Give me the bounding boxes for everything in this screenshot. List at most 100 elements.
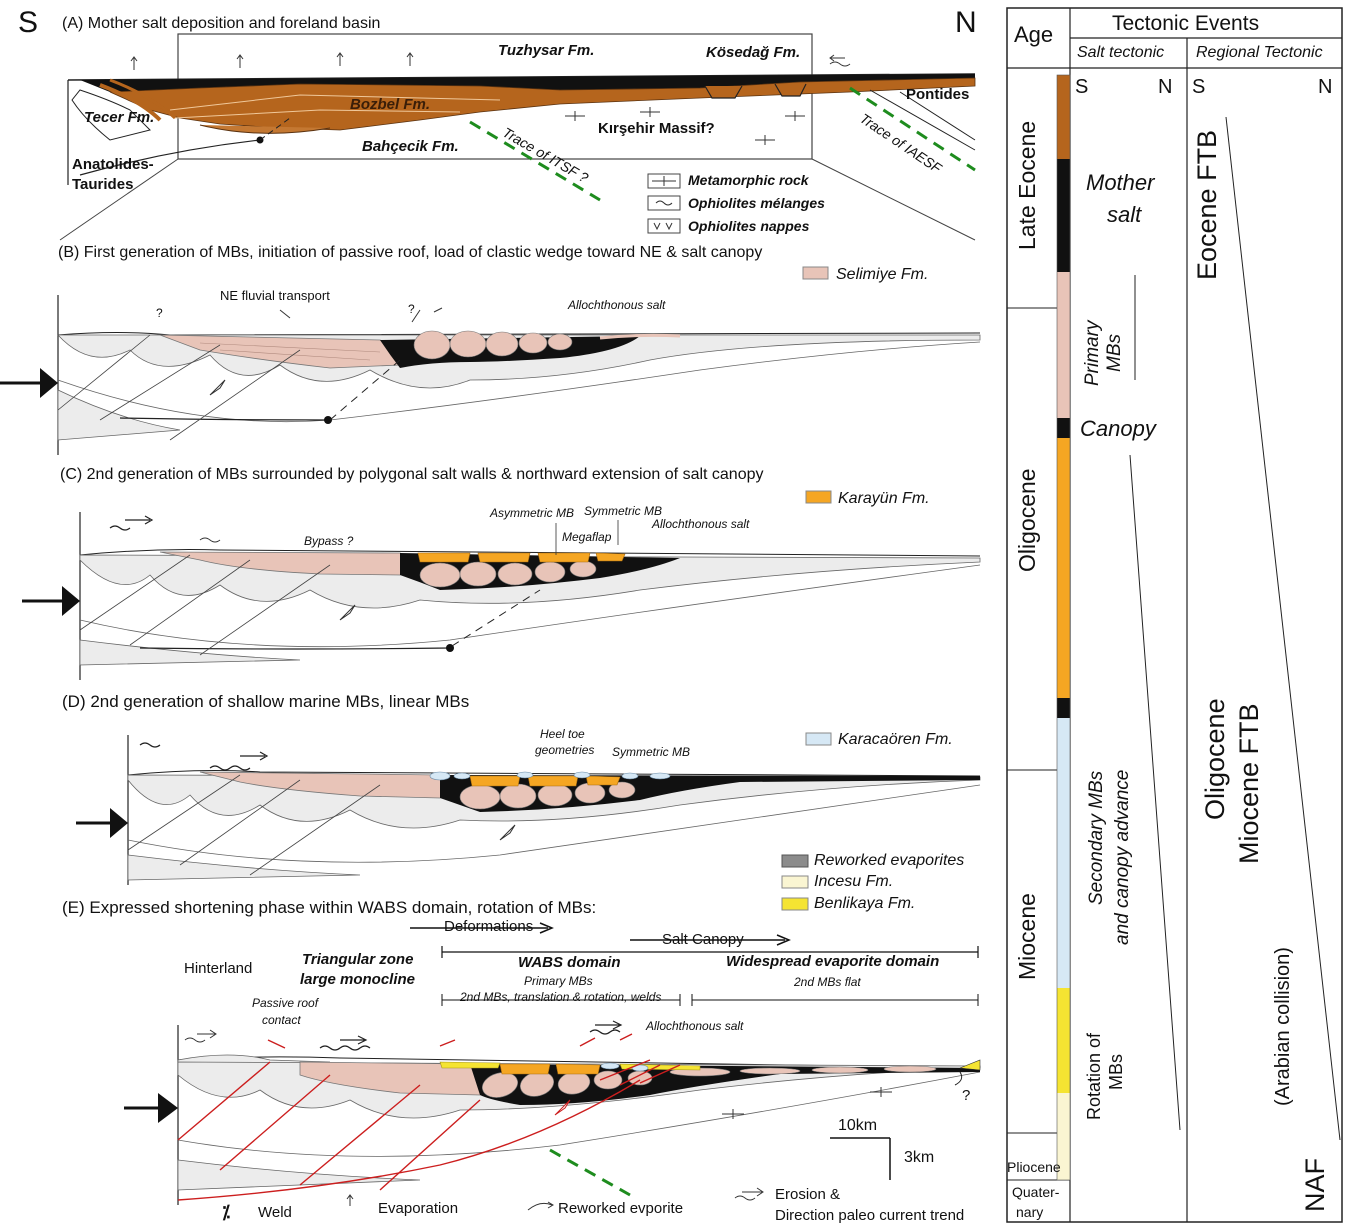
label-deformations: Deformations xyxy=(444,918,533,935)
event-eocene-ftb: Eocene FTB xyxy=(1192,130,1223,280)
legend-weld: Weld xyxy=(258,1204,292,1221)
label-asymmetric-mb: Asymmetric MB xyxy=(490,506,574,520)
label-pontides: Pontides xyxy=(906,86,969,103)
weld-symbol: ⁒ xyxy=(222,1202,230,1223)
label-passive-roof-2: contact xyxy=(262,1013,301,1027)
age-oligocene: Oligocene xyxy=(1014,468,1041,572)
event-salt: salt xyxy=(1107,202,1141,228)
col-salt-s: S xyxy=(1075,76,1088,99)
col-regional-s: S xyxy=(1192,76,1205,99)
legend-karacaoren-swatch xyxy=(806,733,831,745)
label-heel-toe-1: Heel toe xyxy=(540,727,585,741)
event-primary: Primary xyxy=(1082,321,1104,386)
panel-c-title: (C) 2nd generation of MBs surrounded by … xyxy=(60,466,764,484)
legend-evaporation: Evaporation xyxy=(378,1200,458,1217)
panel-a-title: (A) Mother salt deposition and foreland … xyxy=(62,15,380,33)
regional-tectonic-header: Regional Tectonic xyxy=(1196,44,1323,62)
event-miocene-ftb: Miocene FTB xyxy=(1234,703,1265,864)
col-regional-n: N xyxy=(1318,76,1332,99)
label-kirsehir: Kırşehir Massif? xyxy=(598,120,715,137)
label-fluvial: NE fluvial transport xyxy=(220,288,330,303)
legend-melanges: Ophiolites mélanges xyxy=(688,195,825,211)
label-question-b1: ? xyxy=(156,306,163,320)
compression-arrow-b xyxy=(40,368,58,398)
evaporation-symbols-a xyxy=(131,53,413,70)
legend-benlikaya-swatch xyxy=(782,898,808,910)
age-quaternary-1: Quater- xyxy=(1012,1184,1059,1200)
scale-10km: 10km xyxy=(838,1117,877,1135)
legend-selimiye-swatch xyxy=(803,267,828,279)
legend-karayun: Karayün Fm. xyxy=(838,490,930,508)
label-symmetric-mb-c: Symmetric MB xyxy=(584,504,662,518)
age-miocene: Miocene xyxy=(1014,893,1041,980)
label-triangular-2: large monocline xyxy=(300,971,415,988)
legend-erosion-2: Direction paleo current trend xyxy=(775,1207,964,1224)
legend-erosion-1: Erosion & xyxy=(775,1186,840,1203)
label-allochthonous-c: Allochthonous salt xyxy=(652,517,749,531)
event-mbs: MBs xyxy=(1104,334,1126,372)
age-late-eocene: Late Eocene xyxy=(1014,121,1041,250)
event-arabian-collision: (Arabian collision) xyxy=(1272,947,1295,1106)
label-bypass: Bypass ? xyxy=(304,534,353,548)
label-anatolides-1: Anatolides- xyxy=(72,156,154,173)
label-bozbel: Bozbel Fm. xyxy=(350,96,430,113)
legend-incesu-swatch xyxy=(782,876,808,888)
scale-bar-e xyxy=(830,1138,890,1180)
panel-e-title: (E) Expressed shortening phase within WA… xyxy=(62,898,596,918)
label-symmetric-mb-d: Symmetric MB xyxy=(612,745,690,759)
label-2nd-mbs-flat: 2nd MBs flat xyxy=(794,975,861,989)
age-bar-late-eocene xyxy=(1057,75,1070,159)
legend-selimiye: Selimiye Fm. xyxy=(836,266,928,284)
label-allochthonous-b: Allochthonous salt xyxy=(568,298,665,312)
compression-arrow-c xyxy=(62,586,80,616)
label-hinterland: Hinterland xyxy=(184,960,252,977)
label-kosedag: Kösedağ Fm. xyxy=(706,44,800,61)
label-primary-mbs-e: Primary MBs xyxy=(524,974,593,988)
age-pliocene: Pliocene xyxy=(1007,1159,1061,1175)
event-rotation: Rotation of xyxy=(1084,1033,1105,1120)
label-widespread: Widespread evaporite domain xyxy=(726,953,939,970)
legend-reworked-evaporite: Reworked evporite xyxy=(558,1200,683,1217)
tectonic-header: Tectonic Events xyxy=(1112,12,1259,36)
age-header: Age xyxy=(1014,22,1053,48)
legend-nappes: Ophiolites nappes xyxy=(688,218,809,234)
compass-south: S xyxy=(18,6,38,40)
legend-karayun-swatch xyxy=(806,491,831,503)
compass-north: N xyxy=(955,6,977,40)
label-2nd-mbs-translation: 2nd MBs, translation & rotation, welds xyxy=(460,990,661,1004)
label-bahcecik: Bahçecik Fm. xyxy=(362,138,459,155)
legend-karacaoren: Karacaören Fm. xyxy=(838,731,953,749)
event-mother: Mother xyxy=(1086,170,1154,196)
event-naf: NAF xyxy=(1300,1158,1331,1212)
label-question-e: ? xyxy=(962,1087,970,1104)
label-heel-toe-2: geometries xyxy=(535,743,594,757)
label-anatolides-2: Taurides xyxy=(72,176,133,193)
label-tecer: Tecer Fm. xyxy=(84,109,154,126)
label-triangular-1: Triangular zone xyxy=(302,951,413,968)
legend-reworked: Reworked evaporites xyxy=(814,852,964,870)
label-wabs-domain: WABS domain xyxy=(518,954,621,971)
itsf-trace-line xyxy=(470,122,600,200)
event-canopy-advance: and canopy advance xyxy=(1112,770,1134,945)
label-passive-roof-1: Passive roof xyxy=(252,996,318,1010)
event-secondary-mbs: Secondary MBs xyxy=(1086,771,1108,905)
event-oligocene: Oligocene xyxy=(1200,698,1231,820)
panel-b-section xyxy=(0,267,980,455)
scale-3km: 3km xyxy=(904,1149,934,1167)
label-salt-canopy: Salt Canopy xyxy=(662,931,744,948)
compression-arrow-d xyxy=(110,808,128,838)
legend-metamorphic: Metamorphic rock xyxy=(688,172,809,188)
label-megaflap: Megaflap xyxy=(562,530,611,544)
age-quaternary-2: nary xyxy=(1016,1204,1043,1220)
panel-b-title: (B) First generation of MBs, initiation … xyxy=(58,244,762,262)
label-question-b2: ? xyxy=(408,302,415,316)
legend-benlikaya: Benlikaya Fm. xyxy=(814,895,915,913)
panel-d-title: (D) 2nd generation of shallow marine MBs… xyxy=(62,692,469,712)
col-salt-n: N xyxy=(1158,76,1172,99)
event-rotation-mbs: MBs xyxy=(1106,1054,1127,1090)
legend-nappes-swatch xyxy=(648,219,680,233)
legend-reworked-swatch xyxy=(782,855,808,867)
trace-line-e xyxy=(550,1150,630,1195)
compression-arrow-e xyxy=(158,1093,178,1123)
salt-tectonic-header: Salt tectonic xyxy=(1077,44,1164,62)
